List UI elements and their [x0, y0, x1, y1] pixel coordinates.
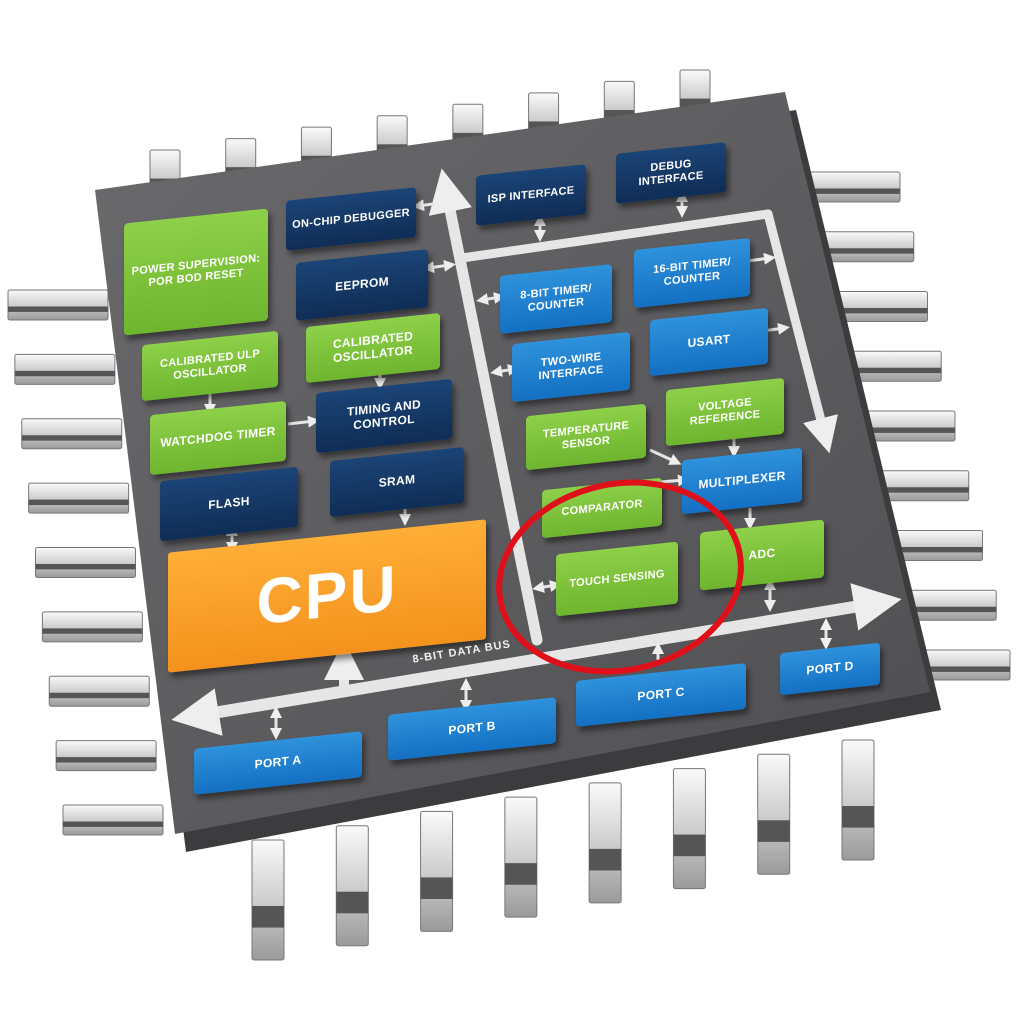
pin-right-band: [882, 547, 983, 553]
pin-bottom: [841, 739, 875, 861]
pin-left-band: [35, 564, 136, 570]
pin-right-band: [800, 188, 900, 194]
pin-top-band: [604, 110, 635, 120]
pin-right-band: [910, 666, 1010, 672]
pin-left-band: [63, 821, 163, 827]
pin-bottom-band: [252, 906, 284, 928]
pin-bottom-band: [504, 863, 537, 885]
pin-bottom-band: [673, 834, 706, 857]
pin-bottom-band: [420, 877, 453, 900]
pin-left: [41, 611, 143, 643]
pin-left: [28, 482, 130, 514]
pin-left: [48, 675, 150, 707]
pin-bottom-band: [842, 806, 874, 828]
pin-left: [21, 418, 123, 450]
pin-left: [7, 289, 109, 321]
pin-bottom: [251, 839, 285, 961]
touch-sensing-block: TOUCH SENSING: [556, 541, 678, 617]
pin-left-band: [42, 628, 143, 634]
pin-left-band: [8, 306, 108, 312]
pin-left: [35, 547, 136, 578]
pin-bottom: [757, 753, 791, 875]
two-wire-interface-block: TWO-WIRE INTERFACE: [512, 331, 630, 403]
pin-right-band: [855, 427, 955, 433]
pin-left-band: [14, 370, 115, 377]
pin-bottom-band: [757, 820, 790, 842]
pin-left-band: [56, 757, 157, 763]
pin-bottom: [672, 768, 706, 890]
pin-bottom: [504, 796, 538, 918]
pin-left: [62, 804, 164, 836]
pin-bottom-band: [589, 848, 622, 871]
pin-left-band: [21, 435, 122, 441]
pin-bottom: [420, 810, 454, 932]
pin-left: [14, 353, 116, 385]
pin-left-band: [28, 499, 129, 506]
pin-right-band: [827, 308, 928, 314]
pin-left: [55, 740, 157, 772]
pin-top-band: [528, 121, 559, 131]
pin-bottom-band: [336, 891, 369, 914]
pin-left-band: [49, 692, 150, 699]
pin-bottom: [588, 782, 622, 904]
pin-right-band: [868, 487, 969, 493]
16-bit-timer-counter-block: 16-BIT TIMER/ COUNTER: [634, 237, 750, 309]
pin-right-band: [841, 367, 942, 374]
pin-right-band: [813, 248, 914, 254]
pin-right-band: [896, 606, 997, 613]
pin-top-band: [680, 98, 710, 108]
8-bit-timer-counter-block: 8-BIT TIMER/ COUNTER: [500, 264, 612, 334]
pin-bottom: [335, 825, 369, 947]
power-supervision-block: POWER SUPERVISION: POR BOD RESET: [124, 208, 268, 336]
